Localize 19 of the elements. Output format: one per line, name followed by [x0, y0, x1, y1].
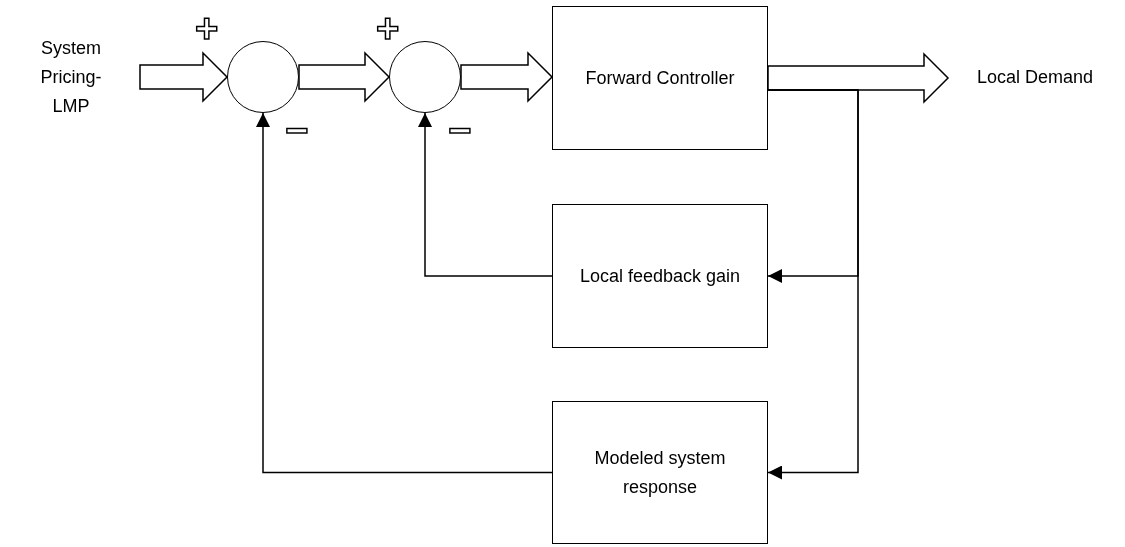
block-arrow	[767, 52, 950, 104]
block-label: Local feedback gain	[579, 264, 741, 288]
block-box	[552, 204, 768, 348]
block-arrow	[139, 51, 229, 103]
block-label: Modeled system response	[593, 446, 727, 499]
block-arrow	[298, 51, 391, 103]
block-label: Forward Controller	[585, 66, 735, 90]
signal-label: System Pricing-LMP	[39, 36, 103, 118]
signal-label: Local Demand	[976, 65, 1094, 89]
sign-label: −	[448, 110, 472, 150]
sign-label: +	[376, 8, 400, 48]
arrow	[418, 112, 553, 277]
block-arrow	[460, 51, 554, 103]
arrow	[256, 112, 553, 474]
sign-label: +	[195, 8, 219, 48]
arrow	[767, 89, 859, 480]
block-box	[552, 401, 768, 544]
block-box	[552, 6, 768, 150]
sign-label: −	[285, 110, 309, 150]
